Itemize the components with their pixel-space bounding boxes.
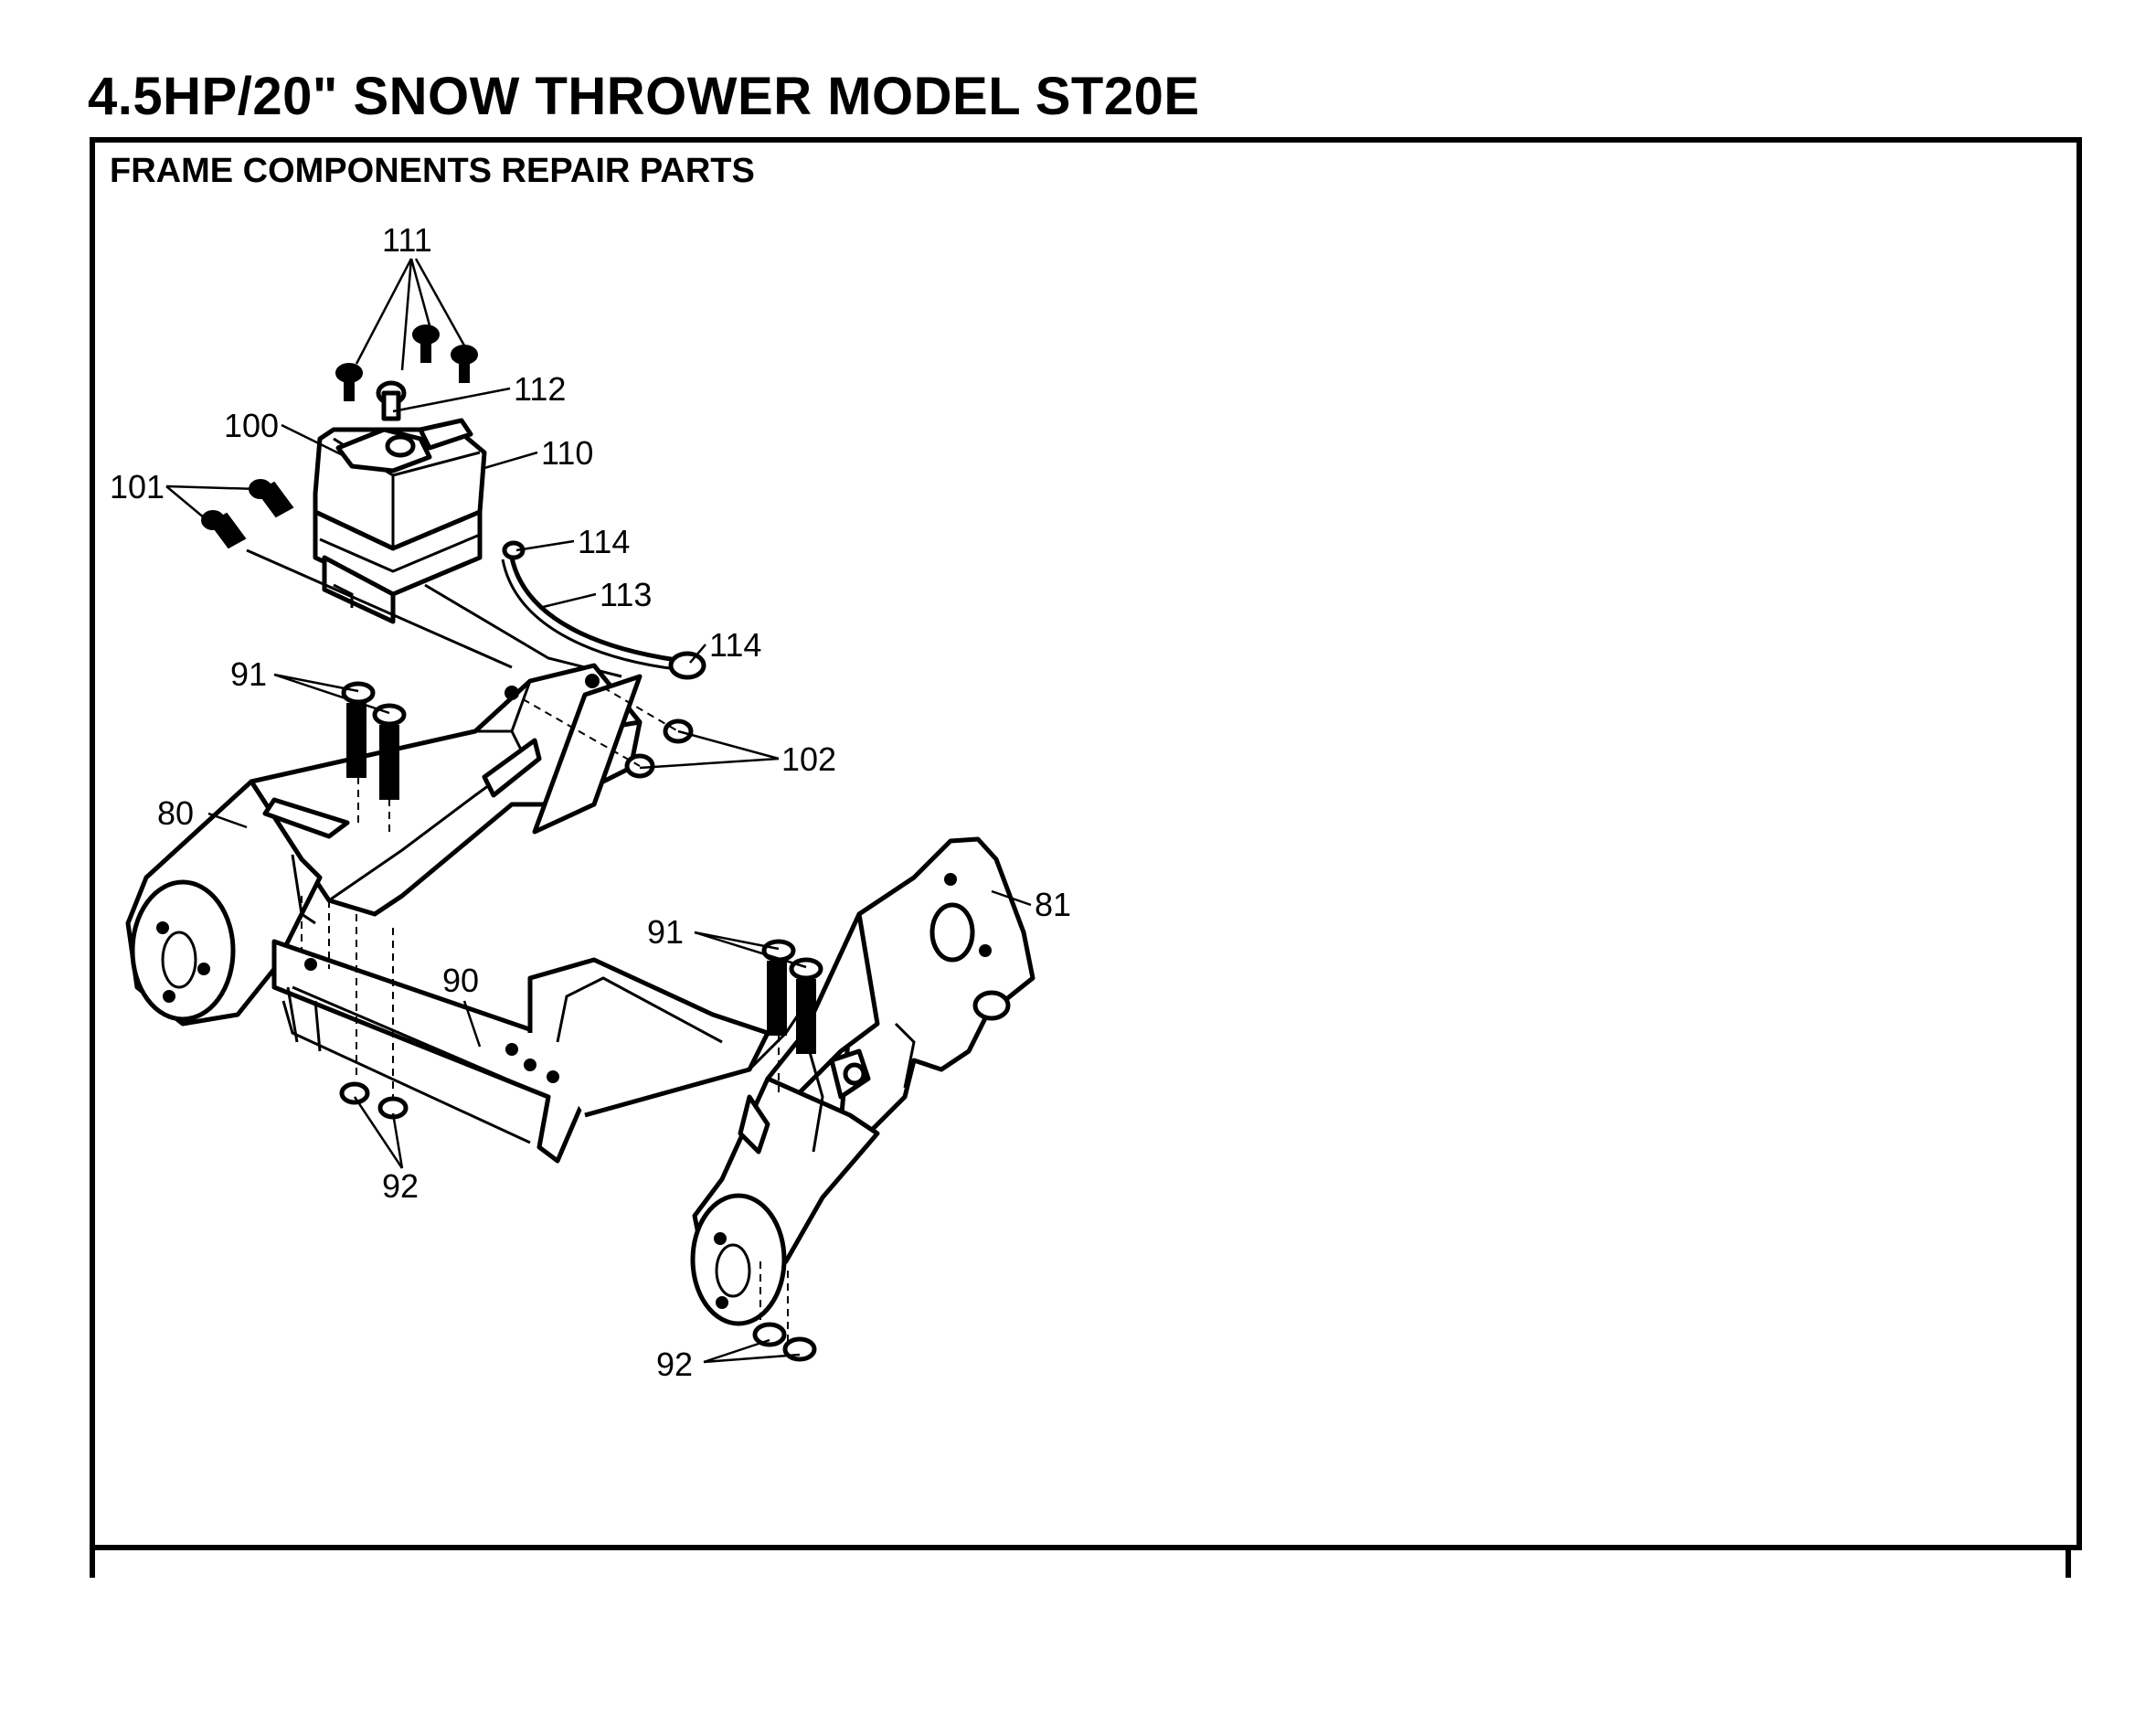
callout-100: 100 [224, 407, 279, 444]
frame-bottom-rule [90, 1545, 2082, 1550]
part-112-knob [376, 380, 407, 421]
callout-92-left: 92 [382, 1167, 419, 1205]
callout-101: 101 [110, 468, 165, 505]
part-111-screws [335, 325, 478, 401]
callout-90: 90 [442, 962, 479, 999]
callout-111: 111 [382, 221, 432, 259]
frame-divider-left [90, 1550, 95, 1578]
callout-114-upper: 114 [578, 523, 630, 560]
callout-102: 102 [781, 740, 836, 778]
section-title: FRAME COMPONENTS REPAIR PARTS [110, 152, 755, 190]
callout-91-left: 91 [230, 655, 267, 693]
part-100-switch [335, 418, 473, 473]
callout-leaders [165, 258, 1032, 1364]
callout-113: 113 [600, 576, 652, 613]
part-102-nuts [511, 680, 694, 779]
part-81-frame-right [690, 836, 1036, 1326]
callout-80: 80 [157, 794, 194, 832]
callout-112: 112 [514, 370, 566, 408]
page-title: 4.5HP/20" SNOW THROWER MODEL ST20E [88, 67, 1200, 126]
diagram-frame [90, 137, 2082, 1550]
part-101-screws [201, 479, 294, 549]
callout-91-right: 91 [647, 913, 684, 951]
part-92-nuts-left [339, 1081, 409, 1120]
part-90-crossbar [271, 896, 844, 1164]
callout-81: 81 [1035, 886, 1071, 923]
frame-divider-right [2066, 1550, 2071, 1578]
callout-110: 110 [541, 434, 593, 472]
callout-92-right: 92 [656, 1346, 693, 1383]
part-113-cable [501, 540, 706, 680]
callout-114-lower: 114 [709, 626, 761, 664]
